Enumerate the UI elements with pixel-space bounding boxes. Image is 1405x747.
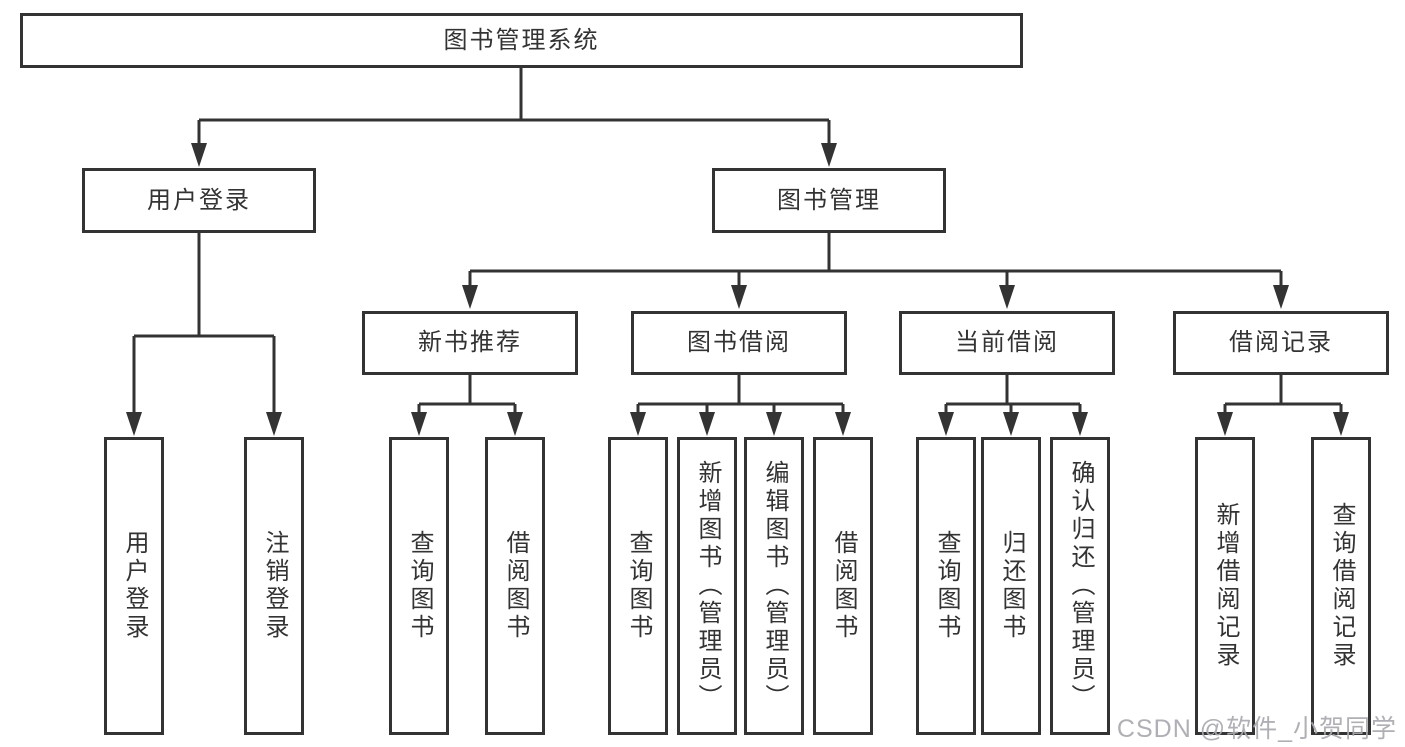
leaf-user-login-label: 用户登录: [121, 530, 148, 642]
leaf-confirm-return-admin: 确认归还（管理员）: [1050, 437, 1110, 735]
leaf-return-book-label: 归还图书: [998, 530, 1025, 642]
leaf-logout-label: 注销登录: [261, 530, 288, 642]
node-current-borrow: 当前借阅: [899, 311, 1115, 375]
leaf-current-query-book-label: 查询图书: [933, 530, 960, 642]
leaf-edit-book-admin-label: 编辑图书（管理员）: [761, 460, 788, 712]
leaf-borrow-query-book: 查询图书: [608, 437, 668, 735]
leaf-borrow-book: 借阅图书: [813, 437, 873, 735]
leaf-current-query-book: 查询图书: [916, 437, 976, 735]
node-book-borrow: 图书借阅: [631, 311, 847, 375]
leaf-return-book: 归还图书: [981, 437, 1041, 735]
leaf-add-borrow-record-label: 新增借阅记录: [1212, 502, 1239, 670]
leaf-borrow-book-label: 借阅图书: [830, 530, 857, 642]
leaf-query-borrow-record-label: 查询借阅记录: [1328, 502, 1355, 670]
node-new-book-recommend-label: 新书推荐: [418, 329, 522, 356]
leaf-add-book-admin: 新增图书（管理员）: [677, 437, 737, 735]
node-book-management: 图书管理: [712, 168, 946, 233]
leaf-recommend-borrow-book: 借阅图书: [485, 437, 545, 735]
leaf-recommend-query-book-label: 查询图书: [406, 530, 433, 642]
node-root-label: 图书管理系统: [443, 26, 600, 54]
node-borrow-record: 借阅记录: [1173, 311, 1389, 375]
node-book-borrow-label: 图书借阅: [687, 329, 791, 356]
node-user-login-branch: 用户登录: [82, 168, 316, 233]
node-root: 图书管理系统: [20, 13, 1023, 68]
leaf-borrow-query-book-label: 查询图书: [625, 530, 652, 642]
leaf-edit-book-admin: 编辑图书（管理员）: [744, 437, 804, 735]
leaf-recommend-query-book: 查询图书: [389, 437, 449, 735]
node-current-borrow-label: 当前借阅: [955, 329, 1059, 356]
leaf-add-borrow-record: 新增借阅记录: [1195, 437, 1255, 735]
watermark: CSDN @软件_小贺同学: [1116, 715, 1397, 743]
leaf-confirm-return-admin-label: 确认归还（管理员）: [1067, 460, 1094, 712]
leaf-query-borrow-record: 查询借阅记录: [1311, 437, 1371, 735]
leaf-user-login: 用户登录: [104, 437, 164, 735]
node-book-management-label: 图书管理: [777, 186, 881, 214]
node-new-book-recommend: 新书推荐: [362, 311, 578, 375]
leaf-logout: 注销登录: [244, 437, 304, 735]
node-user-login-branch-label: 用户登录: [147, 186, 251, 214]
leaf-recommend-borrow-book-label: 借阅图书: [502, 530, 529, 642]
node-borrow-record-label: 借阅记录: [1229, 329, 1333, 356]
leaf-add-book-admin-label: 新增图书（管理员）: [694, 460, 721, 712]
